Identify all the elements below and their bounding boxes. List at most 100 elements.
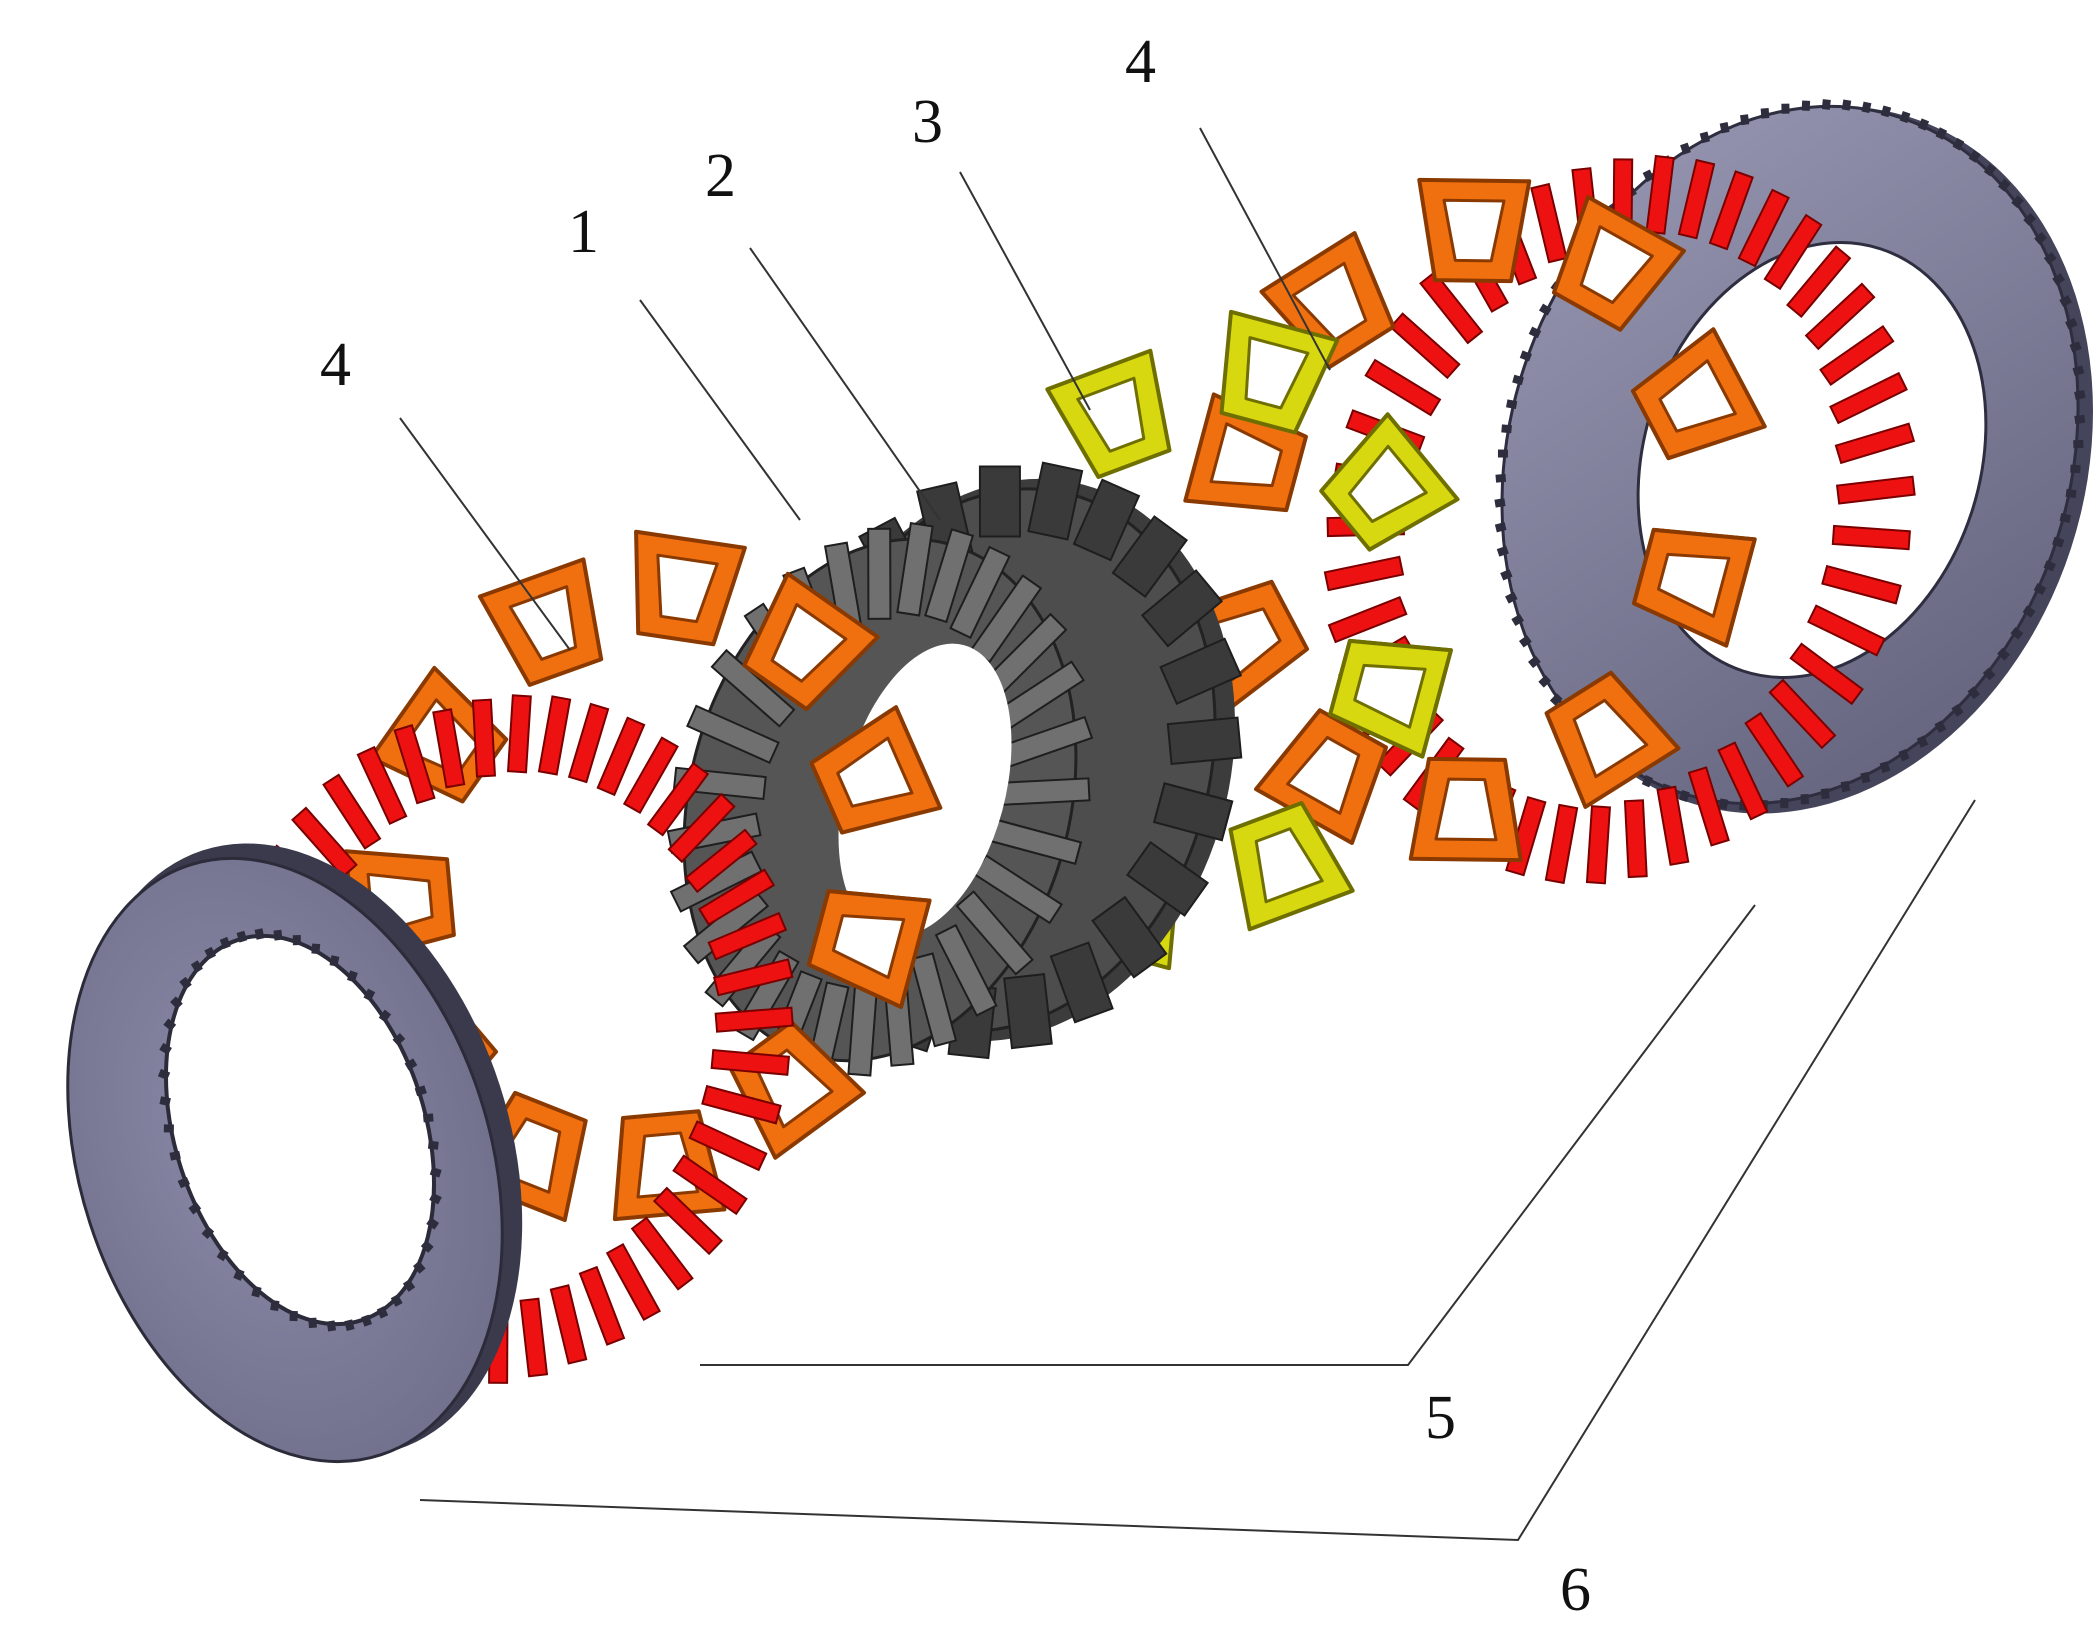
plate-tooth xyxy=(159,1042,172,1055)
coil-window xyxy=(1657,552,1731,618)
coil xyxy=(806,889,932,1009)
plate-tooth xyxy=(177,1176,191,1189)
core-tooth xyxy=(896,522,934,617)
magnet-bar xyxy=(1687,766,1730,847)
core-tooth xyxy=(1126,840,1210,917)
magnet-bar xyxy=(506,694,532,774)
magnet-bar xyxy=(1645,154,1675,235)
magnet-bar xyxy=(714,1006,794,1033)
core-tooth xyxy=(949,545,1011,640)
magnet-bar xyxy=(1623,799,1648,879)
plate-tooth xyxy=(308,1317,317,1329)
magnet-bar xyxy=(567,702,610,784)
label-5: 5 xyxy=(1425,1384,1456,1452)
plate-tooth xyxy=(1898,749,1910,762)
end-plate-right xyxy=(1494,99,2093,814)
magnet-bar xyxy=(1327,595,1408,644)
plate-tooth xyxy=(292,935,301,946)
coil-window xyxy=(508,585,578,661)
plate-tooth xyxy=(2010,627,2024,640)
plate-tooth xyxy=(2065,317,2078,330)
core-tooth xyxy=(910,952,958,1048)
coil-window xyxy=(836,736,914,808)
magnet-bar xyxy=(1364,358,1442,417)
magnet-bar xyxy=(646,761,710,837)
leader-3 xyxy=(959,171,1091,411)
plate-tooth xyxy=(326,1320,337,1332)
plate-tooth xyxy=(2072,365,2085,376)
plate-tooth xyxy=(1967,686,1981,700)
plate-tooth xyxy=(1982,667,1996,681)
magnet-bar xyxy=(667,792,736,864)
plate-tooth xyxy=(163,1018,177,1032)
magnet-bar xyxy=(710,1048,791,1076)
plate-tooth xyxy=(190,960,203,973)
magnet-bar xyxy=(1835,475,1916,505)
plate-tooth xyxy=(2070,464,2081,474)
magnet-bar xyxy=(1829,371,1908,425)
plate-tooth xyxy=(2074,414,2086,424)
coil-window xyxy=(636,1131,700,1199)
coil xyxy=(742,571,880,712)
magnet-bar xyxy=(630,1216,694,1291)
plate-tooth xyxy=(251,1285,262,1298)
leader-2 xyxy=(749,247,941,521)
coil-window xyxy=(831,914,906,980)
core-tooth xyxy=(1140,569,1224,648)
core-tooth xyxy=(686,704,780,765)
plate-tooth xyxy=(1501,424,1512,434)
plate-tooth xyxy=(2073,439,2084,449)
plate-tooth xyxy=(329,955,340,967)
plate-tooth xyxy=(1699,131,1710,144)
plate-tooth xyxy=(412,1260,426,1274)
plate-tooth xyxy=(426,1217,440,1230)
leader-4-left xyxy=(399,417,571,651)
core-tooth xyxy=(1049,941,1114,1024)
coil-window xyxy=(1347,444,1428,524)
magnet-bar xyxy=(712,958,794,997)
plate-tooth xyxy=(201,1226,215,1239)
plate-tooth xyxy=(216,1248,229,1262)
plate-tooth xyxy=(254,928,265,940)
plate-tooth xyxy=(2023,213,2037,226)
plate-tooth xyxy=(1916,735,1929,748)
plate-tooth xyxy=(1781,103,1790,114)
coil-window xyxy=(656,553,719,624)
plate-tooth xyxy=(420,1240,434,1253)
plate-tooth xyxy=(219,936,231,950)
coil xyxy=(1045,348,1172,479)
plate-tooth xyxy=(170,996,183,1010)
magnet-bar xyxy=(1834,422,1916,465)
plate-left-teeth xyxy=(157,928,442,1332)
plate-tooth xyxy=(2052,273,2066,286)
core-tooth xyxy=(955,890,1034,976)
plate-tooth xyxy=(1680,142,1691,155)
plate-tooth xyxy=(159,1096,171,1107)
coil xyxy=(1630,327,1767,461)
magnet-bar xyxy=(432,708,466,789)
magnet-bar xyxy=(1717,741,1769,821)
plate-tooth xyxy=(169,1150,181,1161)
label-2: 2 xyxy=(705,142,736,210)
core-tooth xyxy=(934,923,998,1017)
magnet-bar xyxy=(1530,182,1568,264)
magnet-bar xyxy=(1819,325,1895,386)
core-tooth xyxy=(1159,637,1243,705)
coil xyxy=(1544,670,1681,809)
plate-tooth xyxy=(1899,111,1911,124)
plate-tooth xyxy=(2065,488,2077,499)
magnet-bar xyxy=(596,716,646,797)
plate-tooth xyxy=(236,930,248,943)
plate-tooth xyxy=(1934,720,1947,733)
magnet-bar xyxy=(1821,564,1902,605)
plate-tooth xyxy=(404,1058,418,1071)
plate-tooth xyxy=(1528,326,1542,339)
leader-4-right xyxy=(1199,127,1331,371)
plate-tooth xyxy=(2074,389,2086,400)
plate-tooth xyxy=(157,1068,171,1081)
magnet-bar xyxy=(701,1084,782,1125)
magnet-bar xyxy=(652,1186,724,1256)
label-4-right: 4 xyxy=(1125,28,1156,96)
plate-tooth xyxy=(2043,252,2057,265)
